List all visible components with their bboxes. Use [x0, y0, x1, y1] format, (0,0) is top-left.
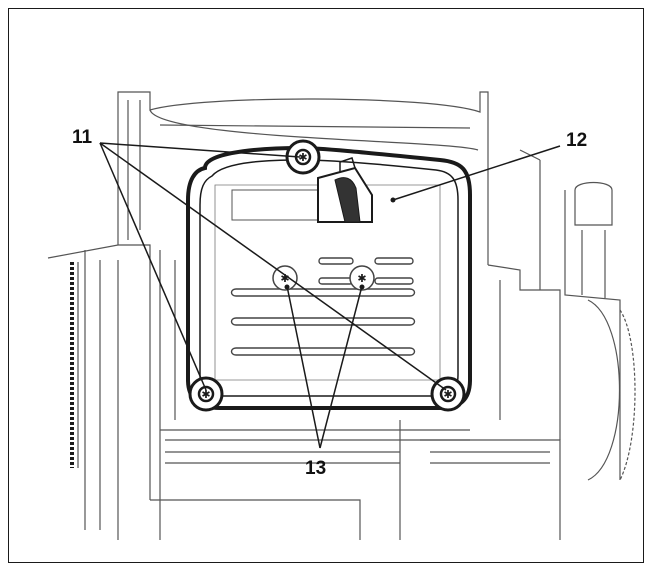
leader-12-dot — [390, 197, 396, 203]
leader-11-bottom-right — [99, 142, 447, 391]
cover-plate — [186, 145, 472, 410]
bolt-bottom-left: ✱ — [188, 376, 224, 412]
leader-11-top — [99, 142, 301, 158]
svg-text:✱: ✱ — [443, 388, 452, 401]
leader-13-right-dot — [359, 284, 365, 290]
inner-bolt-right: ✱ — [349, 265, 375, 291]
leader-13-left-dot — [284, 284, 290, 290]
svg-text:✱: ✱ — [201, 388, 210, 401]
background-engine-parts — [47, 91, 636, 540]
callout-13: 13 — [305, 458, 326, 479]
leader-13-left — [286, 285, 321, 449]
bolt-top: ✱ — [285, 139, 321, 175]
inner-bolt-left: ✱ — [272, 265, 298, 291]
leader-11-bottom-left — [99, 142, 207, 391]
leader-lines — [99, 142, 561, 449]
breather-port — [317, 157, 373, 223]
inner-bolts: ✱ ✱ — [272, 265, 375, 291]
svg-text:✱: ✱ — [357, 272, 366, 285]
outer-bolts: ✱ ✱ ✱ — [188, 139, 466, 412]
leader-12 — [392, 145, 561, 201]
svg-text:✱: ✱ — [298, 151, 307, 164]
callout-12: 12 — [566, 130, 587, 151]
callout-11: 11 — [72, 127, 93, 148]
svg-text:✱: ✱ — [280, 272, 289, 285]
leader-13-right — [319, 285, 363, 449]
